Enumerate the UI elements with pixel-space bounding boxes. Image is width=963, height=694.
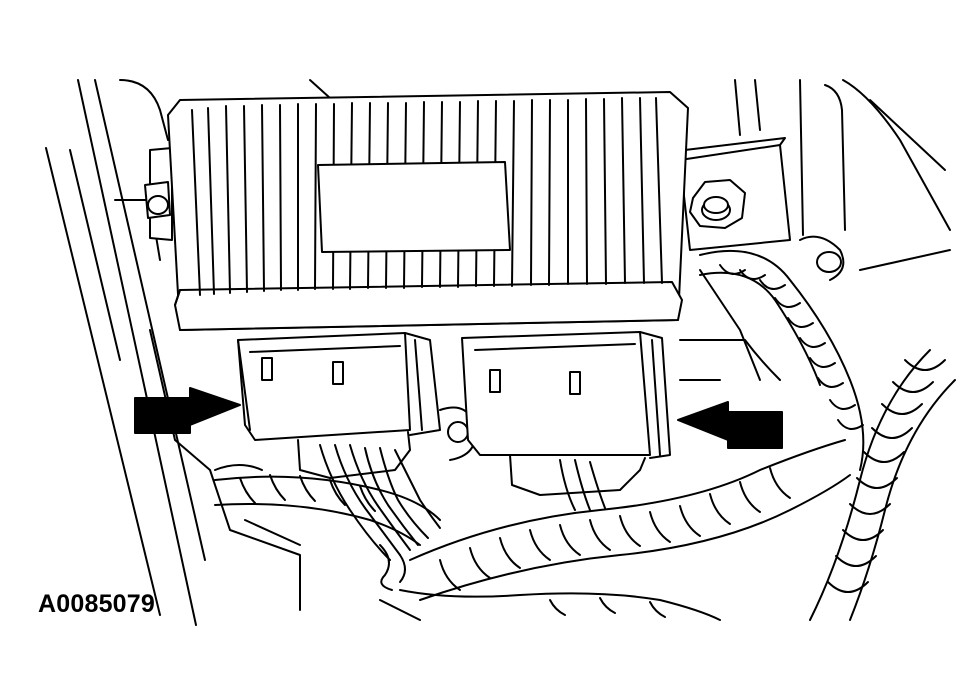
figure-id-label: A0085079 xyxy=(38,590,155,618)
right-indicator-arrow xyxy=(677,401,783,449)
body-panel-lines xyxy=(45,79,951,626)
module-housing xyxy=(167,91,689,331)
connector-wires xyxy=(319,444,606,591)
right-electrical-connector xyxy=(461,331,671,496)
right-mounting-nut xyxy=(679,137,791,251)
left-indicator-arrow xyxy=(134,387,241,434)
wiring-harness xyxy=(214,249,956,621)
left-electrical-connector xyxy=(237,332,477,479)
left-mounting-bolt xyxy=(144,147,173,241)
